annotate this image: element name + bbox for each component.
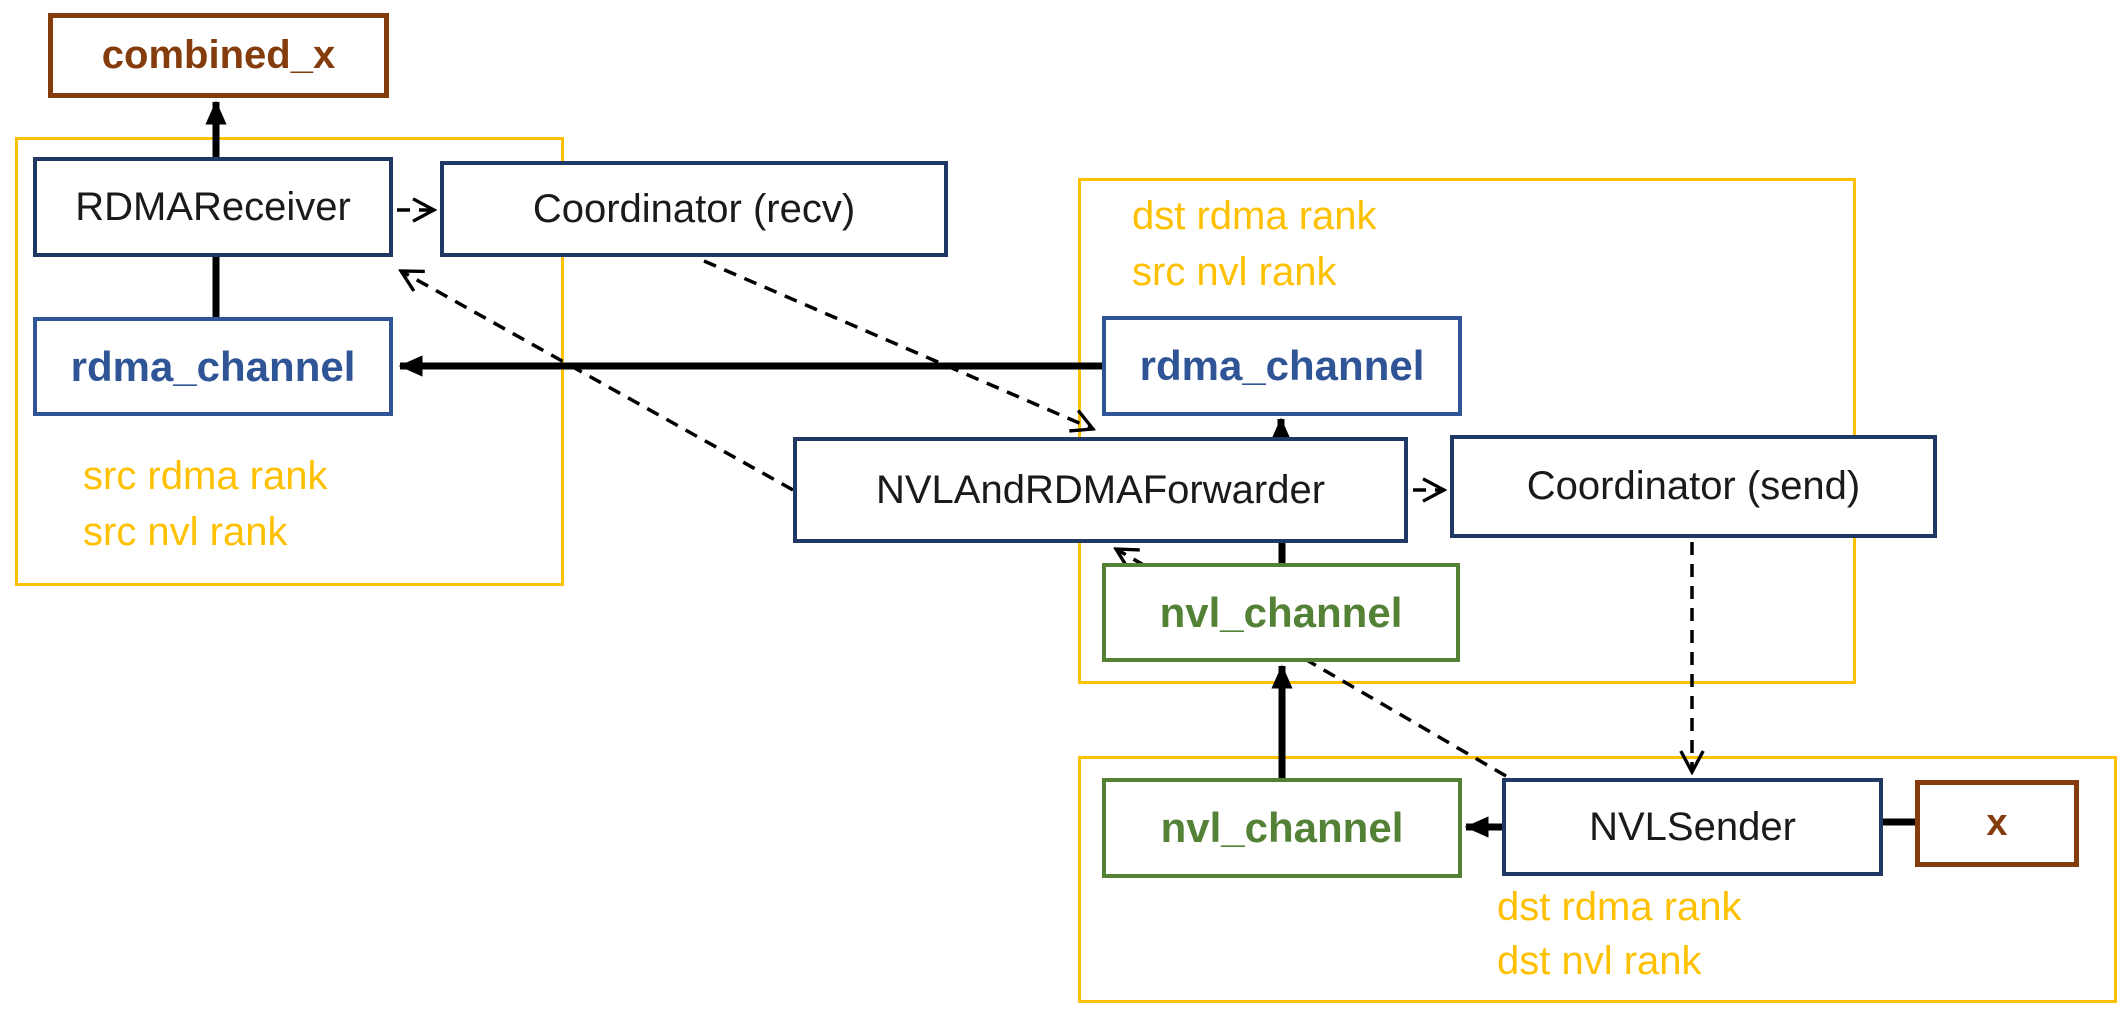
forwarder-rank-line2: src nvl rank <box>1132 250 1337 294</box>
nvl-and-rdma-forwarder-box: NVLAndRDMAForwarder <box>793 437 1408 543</box>
receiver-rank-line1: src rdma rank <box>83 454 328 498</box>
x-label: x <box>1986 802 2008 844</box>
rdma-channel-right-box: rdma_channel <box>1102 316 1462 416</box>
coordinator-send-label: Coordinator (send) <box>1526 464 1861 508</box>
nvl-sender-box: NVLSender <box>1502 778 1883 876</box>
sender-rank-text: dst rdma rank dst nvl rank <box>1497 880 1742 988</box>
nvl-and-rdma-forwarder-label: NVLAndRDMAForwarder <box>875 467 1326 512</box>
x-box: x <box>1915 780 2079 867</box>
sender-group-box <box>1078 756 2117 1003</box>
combined-x-box: combined_x <box>48 13 389 98</box>
coordinator-recv-box: Coordinator (recv) <box>440 161 948 257</box>
receiver-rank-line2: src nvl rank <box>83 510 288 554</box>
sender-rank-line2: dst nvl rank <box>1497 939 1702 983</box>
nvl-sender-label: NVLSender <box>1589 804 1796 849</box>
forwarder-rank-text: dst rdma rank src nvl rank <box>1132 188 1377 300</box>
sender-rank-line1: dst rdma rank <box>1497 885 1742 929</box>
forwarder-rank-line1: dst rdma rank <box>1132 194 1377 238</box>
rdma-channel-right-label: rdma_channel <box>1139 342 1425 389</box>
nvl-channel-lower-label: nvl_channel <box>1160 804 1404 851</box>
receiver-rank-text: src rdma rank src nvl rank <box>83 448 328 560</box>
coordinator-send-box: Coordinator (send) <box>1450 435 1937 538</box>
nvl-channel-upper-label: nvl_channel <box>1159 588 1403 636</box>
dashed-forwarder-to-receiver <box>401 271 794 492</box>
combined-x-label: combined_x <box>101 33 336 77</box>
coordinator-recv-label: Coordinator (recv) <box>532 186 856 231</box>
rdma-channel-left-label: rdma_channel <box>70 342 356 390</box>
receiver-group-box <box>15 137 564 586</box>
rdma-receiver-box: RDMAReceiver <box>33 157 393 257</box>
rdma-channel-left-box: rdma_channel <box>33 317 393 416</box>
dashed-coordinator-recv-to-forwarder <box>703 259 1093 429</box>
nvl-channel-lower-box: nvl_channel <box>1102 778 1462 878</box>
rdma-receiver-label: RDMAReceiver <box>75 184 351 229</box>
nvl-channel-upper-box: nvl_channel <box>1102 563 1460 662</box>
